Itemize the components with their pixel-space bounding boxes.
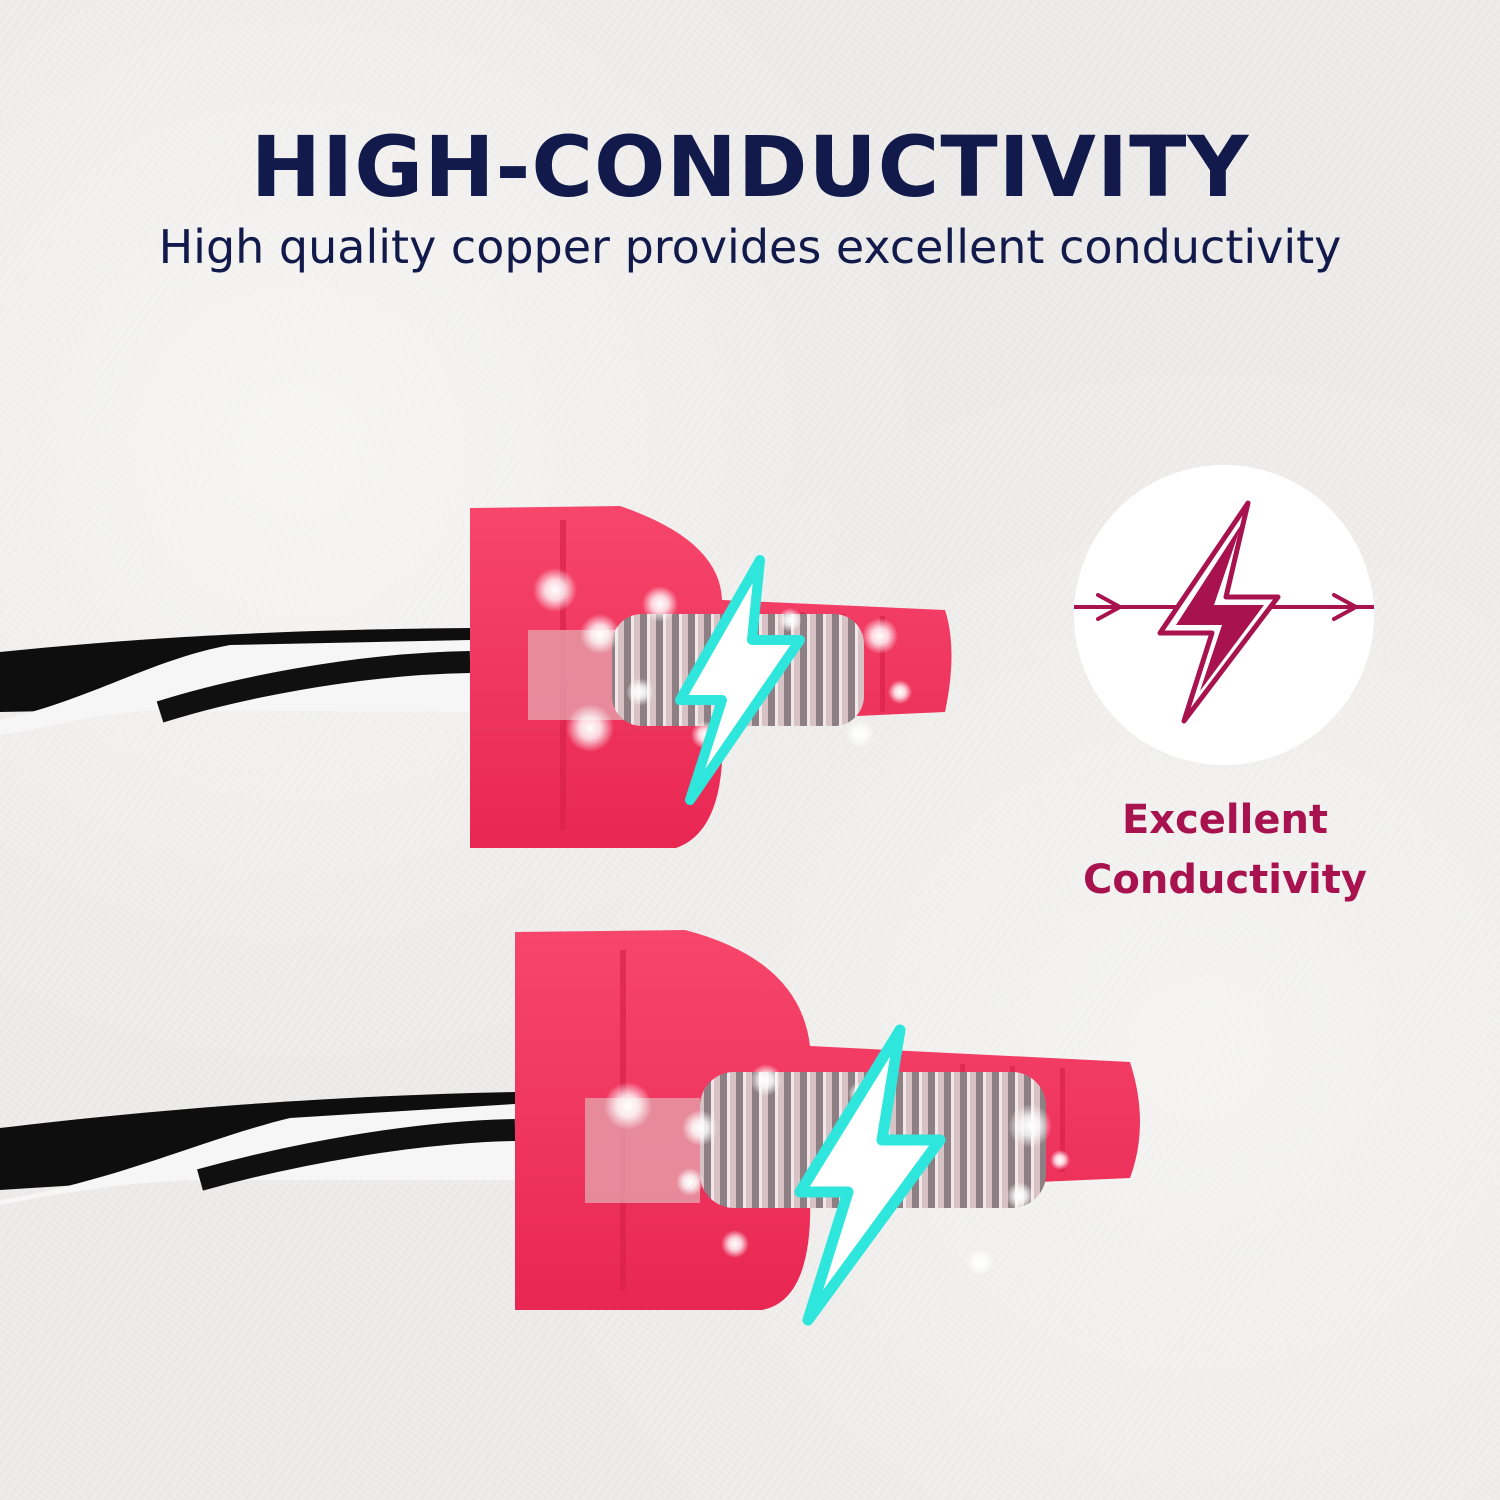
- lightning-icon: [794, 1024, 946, 1326]
- badge-label-line1: Excellent: [1121, 797, 1329, 843]
- badge-label: Excellent Conductivity: [1060, 790, 1390, 910]
- connector-bottom: [0, 930, 1140, 1326]
- conductivity-badge: [1074, 465, 1374, 765]
- connector-top: [0, 506, 952, 848]
- lightning-icon: [675, 555, 805, 805]
- badge-label-line2: Conductivity: [1083, 857, 1367, 903]
- lightning-arrow-icon: [1074, 500, 1374, 724]
- page-title: HIGH-CONDUCTIVITY: [250, 118, 1250, 216]
- page-subtitle: High quality copper provides excellent c…: [158, 220, 1342, 274]
